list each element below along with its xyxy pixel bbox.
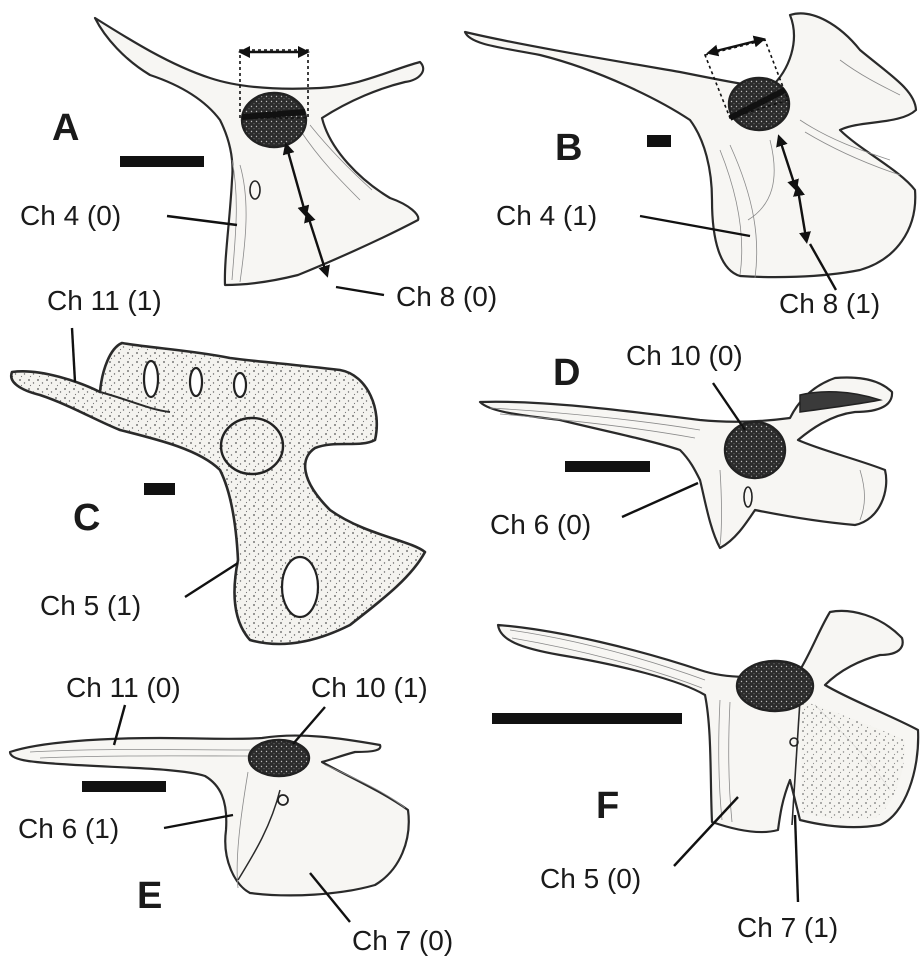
- callout-ch5-1: Ch 5 (1): [40, 590, 141, 621]
- callout-ch8-1: Ch 8 (1): [779, 288, 880, 319]
- callout-ch7-0: Ch 7 (0): [352, 925, 453, 956]
- acetabulum-d: [725, 422, 785, 478]
- callout-ch8-0: Ch 8 (0): [396, 281, 497, 312]
- callout-ch10-0: Ch 10 (0): [626, 340, 743, 371]
- acetabulum-e: [249, 740, 309, 776]
- scale-bar-b: [647, 135, 671, 147]
- scale-bar-f: [492, 713, 682, 724]
- callout-ch7-1: Ch 7 (1): [737, 912, 838, 943]
- scale-bar-e: [82, 781, 166, 792]
- panel-f: F Ch 5 (0) Ch 7 (1): [492, 611, 918, 943]
- panel-letter-a: A: [52, 107, 79, 149]
- scale-bar-d: [565, 461, 650, 472]
- panel-letter-f: F: [596, 785, 619, 827]
- panel-letter-e: E: [137, 875, 162, 917]
- panel-letter-b: B: [555, 127, 582, 169]
- callout-ch4-1: Ch 4 (1): [496, 200, 597, 231]
- callout-ch4-0: Ch 4 (0): [20, 200, 121, 231]
- callout-ch11-1: Ch 11 (1): [47, 285, 162, 316]
- acetabulum-f: [737, 661, 813, 711]
- acetabulum-a: [242, 93, 306, 147]
- acetabulum-c: [221, 418, 283, 474]
- panel-letter-d: D: [553, 352, 580, 394]
- pelvis-a-drawing: [95, 18, 423, 285]
- panel-e: E Ch 11 (0) Ch 10 (1) Ch 6 (1) Ch 7 (0): [10, 672, 453, 956]
- callout-ch11-0: Ch 11 (0): [66, 672, 181, 703]
- callout-ch10-1: Ch 10 (1): [311, 672, 428, 703]
- scale-bar-a: [120, 156, 204, 167]
- panel-d: D Ch 10 (0) Ch 6 (0): [480, 340, 892, 548]
- panel-c: C Ch 11 (1) Ch 5 (1): [11, 285, 425, 644]
- callout-ch6-0: Ch 6 (0): [490, 509, 591, 540]
- panel-a: A Ch 4 (0) Ch 8 (0): [20, 18, 497, 312]
- callout-ch5-0: Ch 5 (0): [540, 863, 641, 894]
- panel-letter-c: C: [73, 497, 100, 539]
- callout-ch6-1: Ch 6 (1): [18, 813, 119, 844]
- scale-bar-c: [144, 483, 175, 495]
- panel-b: B Ch 4 (1) Ch 8 (1): [465, 13, 916, 319]
